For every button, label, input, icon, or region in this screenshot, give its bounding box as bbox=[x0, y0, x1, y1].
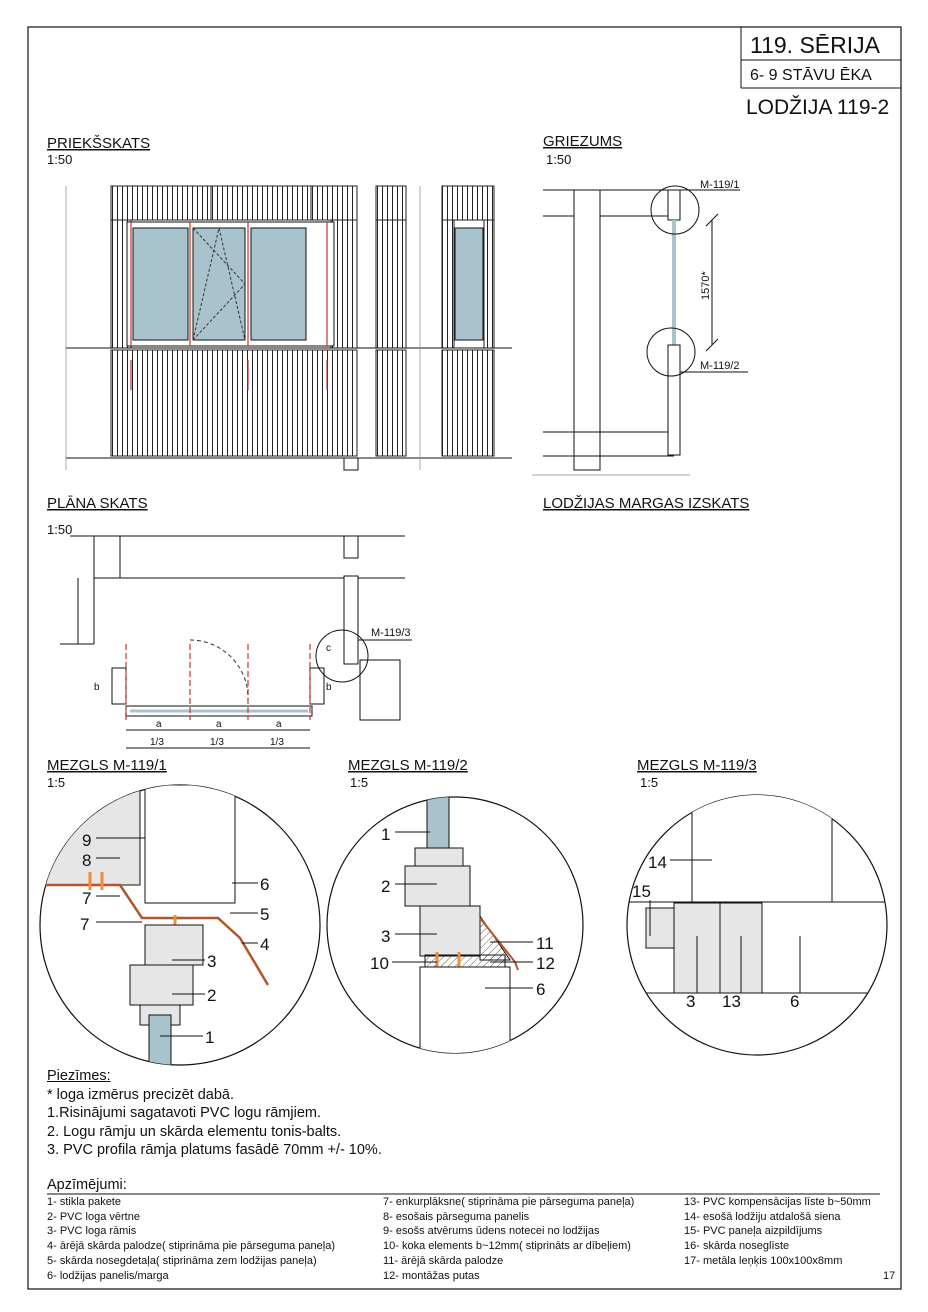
detail-3-scale: 1:5 bbox=[640, 775, 658, 790]
detail-3-title: MEZGLS M-119/3 bbox=[637, 757, 757, 774]
section-title: GRIEZUMS bbox=[543, 133, 622, 150]
d2-callout-6: 6 bbox=[536, 980, 545, 999]
front-glass-left bbox=[132, 227, 189, 341]
section-view: GRIEZUMS 1:50 M-119/1 M-119/2 1570* bbox=[532, 133, 748, 476]
legend-col-1: 1- stikla pakete 2- PVC loga vērtne 3- P… bbox=[47, 1195, 335, 1283]
legend-col-2: 7- enkurplāksne( stiprināma pie pārsegum… bbox=[383, 1195, 634, 1283]
legend-item: 1- stikla pakete bbox=[47, 1196, 121, 1208]
d1-callout-3: 3 bbox=[207, 952, 216, 971]
note-item: 1.Risinājumi sagatavoti PVC logu rāmjiem… bbox=[47, 1105, 321, 1121]
sheet-border bbox=[27, 26, 902, 1290]
legend-item: 13- PVC kompensācijas līste b~50mm bbox=[684, 1196, 871, 1208]
d3-callout-13: 13 bbox=[722, 992, 741, 1011]
detail-1: MEZGLS M-119/1 1:5 9 8 7 7 6 5 4 3 bbox=[39, 757, 321, 1066]
d1-callout-9: 9 bbox=[82, 831, 91, 850]
note-item: * loga izmērus precizēt dabā. bbox=[47, 1086, 234, 1103]
plan-dim-b-right: b bbox=[326, 682, 332, 693]
plan-scale: 1:50 bbox=[47, 522, 72, 537]
d1-callout-8: 8 bbox=[82, 851, 91, 870]
notes-heading: Piezīmes: bbox=[47, 1068, 111, 1084]
note-item: 3. PVC profila rāmja platums fasādē 70mm… bbox=[47, 1142, 382, 1158]
front-view-scale: 1:50 bbox=[47, 152, 72, 167]
detail-1-scale: 1:5 bbox=[47, 775, 65, 790]
legend-item: 15- PVC paneļa aizpildījums bbox=[684, 1225, 823, 1238]
d1-callout-7b: 7 bbox=[80, 915, 89, 934]
d2-callout-11: 11 bbox=[536, 934, 554, 953]
legend-item: 11- ārējā skārda palodze bbox=[383, 1254, 504, 1267]
d1-callout-6: 6 bbox=[260, 875, 269, 894]
section-ref-top: M-119/1 bbox=[700, 179, 740, 191]
plan-view: PLĀNA SKATS 1:50 M-119/3 b b c a a a 1/3… bbox=[47, 495, 412, 749]
detail-2-title: MEZGLS M-119/2 bbox=[348, 757, 468, 774]
legend-item: 6- lodžijas panelis/marga bbox=[47, 1269, 169, 1282]
d3-callout-14: 14 bbox=[648, 853, 667, 872]
legend-item: 2- PVC loga vērtne bbox=[47, 1210, 140, 1223]
plan-third-2: 1/3 bbox=[210, 737, 224, 748]
legend-item: 4- ārējā skārda palodze( stiprināma pie … bbox=[47, 1240, 335, 1253]
page-number: 17 bbox=[883, 1270, 896, 1282]
plan-dim-a2: a bbox=[216, 719, 222, 730]
d2-callout-10: 10 bbox=[370, 954, 389, 973]
d1-callout-5: 5 bbox=[260, 905, 269, 924]
legend-col-3: 13- PVC kompensācijas līste b~50mm 14- e… bbox=[684, 1195, 871, 1269]
d1-callout-4: 4 bbox=[260, 935, 269, 954]
detail-2: MEZGLS M-119/2 1:5 1 2 3 11 10 12 6 bbox=[326, 757, 584, 1054]
plan-title: PLĀNA SKATS bbox=[47, 495, 148, 512]
notes: Piezīmes: * loga izmērus precizēt dabā. … bbox=[47, 1067, 382, 1160]
note-item: 2. Logu rāmju un skārda elementu tonis-b… bbox=[47, 1123, 342, 1140]
d1-callout-1: 1 bbox=[205, 1028, 214, 1047]
plan-third-3: 1/3 bbox=[270, 737, 284, 748]
section-dimension: 1570* bbox=[700, 271, 712, 300]
section-scale: 1:50 bbox=[546, 152, 571, 167]
section-ref-bottom: M-119/2 bbox=[700, 360, 740, 372]
building-title: 6- 9 STĀVU ĒKA bbox=[750, 66, 872, 84]
title-block: 119. SĒRIJA 6- 9 STĀVU ĒKA LODŽIJA 119-2 bbox=[740, 27, 901, 119]
plan-dim-a3: a bbox=[276, 719, 282, 730]
front-view: PRIEKŠSKATS 1:50 bbox=[47, 135, 512, 471]
d2-callout-2: 2 bbox=[381, 877, 390, 896]
legend-item: 8- esošais pārseguma panelis bbox=[383, 1210, 530, 1223]
plan-dim-a1: a bbox=[156, 719, 162, 730]
series-title: 119. SĒRIJA bbox=[750, 32, 881, 58]
d1-callout-2: 2 bbox=[207, 986, 216, 1005]
detail-1-title: MEZGLS M-119/1 bbox=[47, 757, 167, 774]
legend-heading: Apzīmējumi: bbox=[47, 1177, 127, 1193]
d2-callout-3: 3 bbox=[381, 927, 390, 946]
legend-item: 10- koka elements b~12mm( stiprināts ar … bbox=[383, 1240, 631, 1253]
d1-callout-7a: 7 bbox=[82, 889, 91, 908]
legend-item: 3- PVC loga rāmis bbox=[47, 1225, 137, 1238]
plan-dim-c: c bbox=[326, 643, 331, 654]
front-glass-middle bbox=[192, 227, 246, 341]
d2-callout-12: 12 bbox=[536, 954, 555, 973]
d3-callout-3: 3 bbox=[686, 992, 695, 1011]
plan-third-1: 1/3 bbox=[150, 737, 164, 748]
legend-item: 9- esošs atvērums ūdens notecei no lodži… bbox=[383, 1225, 600, 1238]
d3-callout-6: 6 bbox=[790, 992, 799, 1011]
legend-item: 12- montāžas putas bbox=[383, 1269, 480, 1282]
legend-item: 7- enkurplāksne( stiprināma pie pārsegum… bbox=[383, 1196, 635, 1208]
plan-dim-b-left: b bbox=[94, 682, 100, 693]
detail-2-scale: 1:5 bbox=[350, 775, 368, 790]
front-glass-right bbox=[250, 227, 307, 341]
front-view-title: PRIEKŠSKATS bbox=[47, 135, 150, 152]
legend-item: 5- skārda nosegdetaļa( stiprināma zem lo… bbox=[47, 1254, 317, 1267]
legend-item: 17- metāla leņķis 100x100x8mm bbox=[684, 1254, 843, 1267]
detail-3: MEZGLS M-119/3 1:5 14 15 3 13 6 bbox=[626, 757, 888, 1056]
railing-title: LODŽIJAS MARGAS IZSKATS bbox=[543, 495, 749, 512]
d3-callout-15: 15 bbox=[632, 882, 651, 901]
plan-ref: M-119/3 bbox=[371, 627, 411, 639]
legend-item: 16- skārda noseglīste bbox=[684, 1240, 790, 1253]
front-glass-side bbox=[454, 227, 484, 341]
loggia-title: LODŽIJA 119-2 bbox=[746, 96, 889, 119]
legend-item: 14- esošā lodžiju atdalošā siena bbox=[684, 1210, 841, 1223]
d2-callout-1: 1 bbox=[381, 825, 390, 844]
